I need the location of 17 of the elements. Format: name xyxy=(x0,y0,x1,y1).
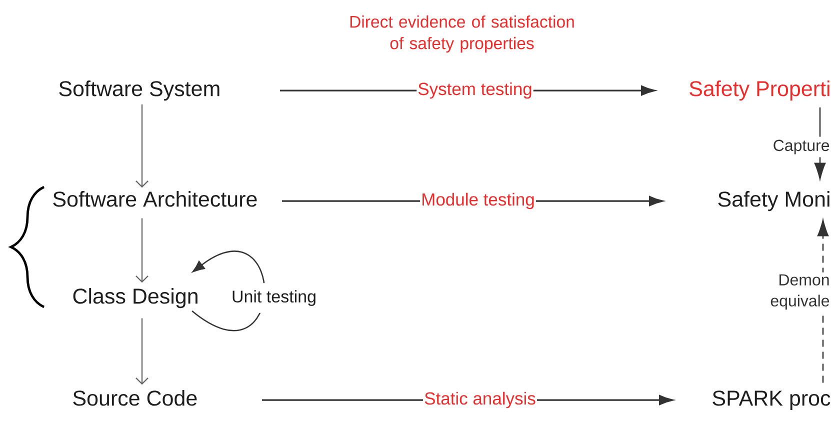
edge-label: Static analysis xyxy=(423,390,537,410)
annotation: Direct evidence of satisfaction of safety properties xyxy=(350,15,574,53)
node-label: SPARK proc xyxy=(712,390,830,410)
edge-label: System testing xyxy=(416,80,534,101)
arrow xyxy=(136,104,148,188)
arrow xyxy=(136,218,148,283)
edge-label: Unit testing xyxy=(229,283,319,313)
node-label: Source Code xyxy=(73,390,197,406)
node-label: Safety Properti xyxy=(690,80,830,101)
edge-label: Demon equivale xyxy=(766,272,831,312)
node-label: Safety Moni xyxy=(718,191,830,212)
node-label: Software System xyxy=(59,80,220,101)
arrow xyxy=(136,318,148,385)
node-label: Class Design xyxy=(73,288,198,308)
node-label: Software Architecture xyxy=(53,191,257,207)
edge-label: Capture xyxy=(772,136,831,158)
edge-label: Module testing xyxy=(420,190,536,212)
